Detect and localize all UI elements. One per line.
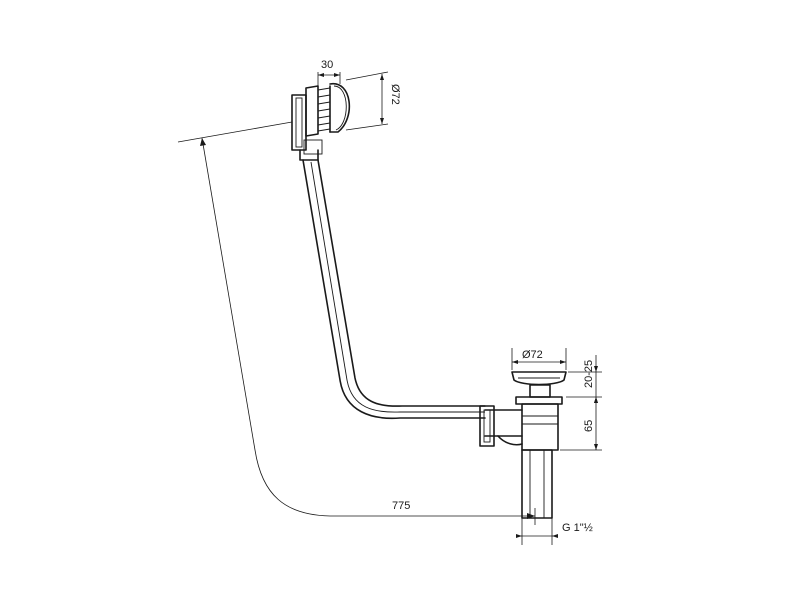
- dim-thread: G 1"½: [562, 522, 593, 534]
- dim-total-length: 775: [392, 500, 410, 512]
- connecting-tube: [302, 159, 486, 420]
- dim-overflow-depth: 30: [321, 59, 333, 71]
- dimension-lines: [177, 71, 602, 545]
- overflow-head: [291, 83, 351, 161]
- waste-fitting: [479, 371, 567, 519]
- dim-plug-height: 20-25: [583, 360, 595, 388]
- dim-waste-diameter: Ø72: [522, 349, 543, 361]
- dim-body-height: 65: [583, 420, 595, 432]
- dim-overflow-diameter: Ø72: [389, 84, 401, 105]
